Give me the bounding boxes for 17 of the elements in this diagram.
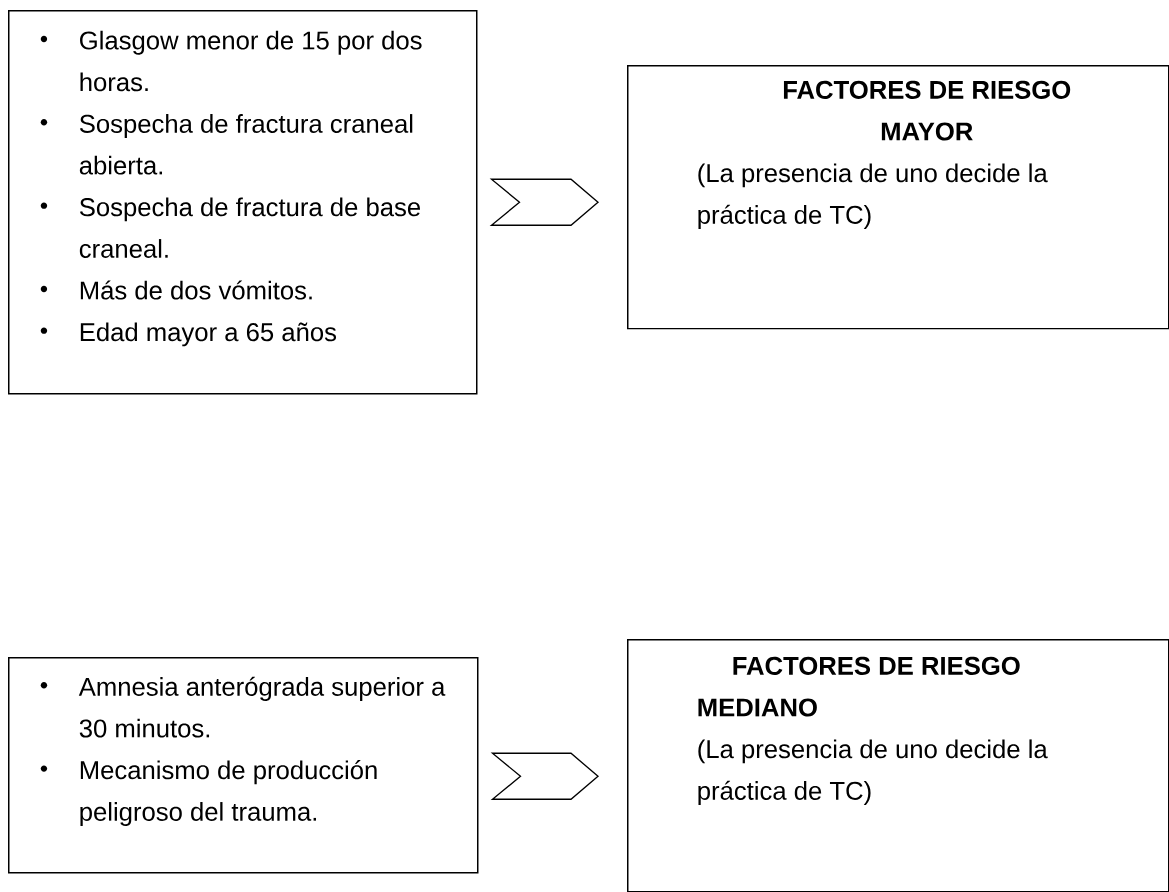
list-item: Mecanismo de producción peligroso del trauma. [40, 760, 377, 826]
list-item: Más de dos vómitos. [40, 280, 312, 300]
text-box [8, 10, 478, 395]
text-box [627, 639, 1169, 892]
list-item: Sospecha de fractura de base craneal. [40, 197, 420, 258]
description: (La presencia de uno decide la práctica de TC) [698, 739, 1048, 805]
heading: FACTORES DE RIESGO MAYOR [783, 80, 1071, 141]
chevron-arrow [489, 178, 600, 226]
text-box [8, 657, 479, 874]
heading: FACTORES DE RIESGO MEDIANO [698, 656, 1020, 717]
chevron-arrow [490, 752, 600, 800]
list-item: Sospecha de fractura craneal abierta. [40, 114, 413, 175]
list-item: Amnesia anterógrada superior a 30 minutos. [40, 676, 446, 738]
text-box [627, 65, 1169, 330]
list-item: Edad mayor a 65 años [40, 322, 337, 347]
description: (La presencia de uno decide la práctica de TC) [698, 163, 1048, 229]
list-item: Glasgow menor de 15 por dos horas. [40, 30, 422, 92]
